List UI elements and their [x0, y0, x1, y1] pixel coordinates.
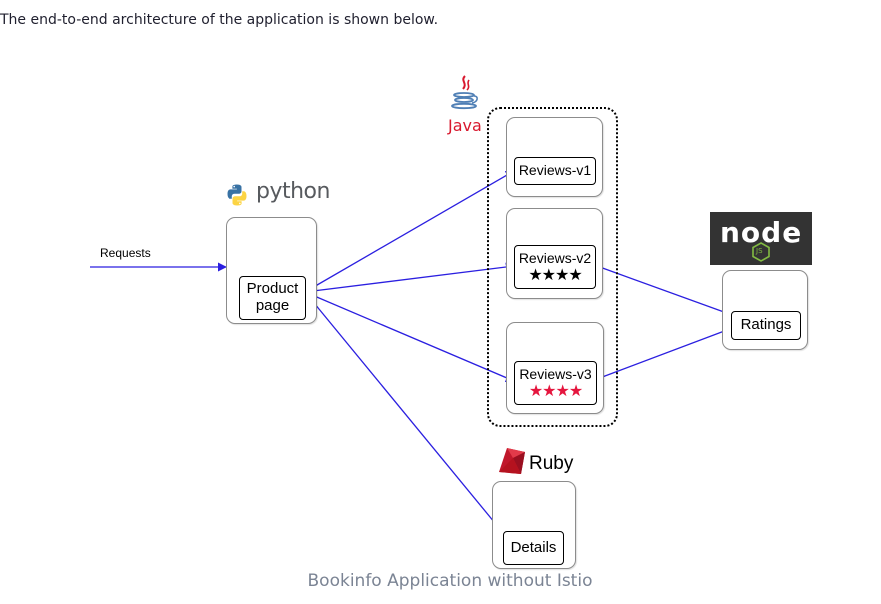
- details-label: Details: [510, 538, 557, 556]
- reviews-v3-label: Reviews-v3: [519, 366, 592, 383]
- java-cup-icon: [451, 75, 478, 110]
- java-logo-text: Java: [448, 116, 482, 135]
- arrow-productpage-to-reviews-v3: [304, 291, 515, 382]
- reviews-v2-label: Reviews-v2: [518, 250, 592, 267]
- arrow-productpage-to-reviews-v2: [304, 262, 515, 293]
- node-logo: node JS: [710, 212, 812, 265]
- arrow-reviews-v2-to-ratings: [596, 265, 736, 318]
- python-logo: python: [224, 179, 344, 210]
- reviews-v1-box: Reviews-v1: [514, 157, 596, 185]
- intro-text: The end-to-end architecture of the appli…: [0, 12, 439, 28]
- ratings-box: Ratings: [731, 311, 801, 340]
- reviews-v3-stars: ★★★★: [528, 380, 583, 400]
- requests-label: Requests: [100, 246, 151, 260]
- java-logo: Java: [444, 74, 484, 138]
- ratings-label: Ratings: [740, 316, 792, 334]
- productpage-label-line2: page: [255, 297, 290, 314]
- ruby-logo: Ruby: [495, 444, 585, 480]
- arrow-productpage-to-details: [304, 291, 505, 535]
- arrow-productpage-to-reviews-v1: [304, 170, 515, 293]
- figure-caption: Bookinfo Application without Istio: [307, 571, 593, 591]
- python-logo-text: python: [256, 179, 330, 204]
- productpage-label-line1: Product: [246, 280, 299, 298]
- arrow-reviews-v3-to-ratings: [596, 325, 736, 380]
- ruby-logo-text: Ruby: [529, 453, 574, 474]
- reviews-v2-stars: ★★★★: [528, 264, 582, 284]
- details-box: Details: [503, 531, 564, 565]
- reviews-v3-box: Reviews-v3 ★★★★: [514, 361, 597, 405]
- productpage-box: Product page: [239, 276, 306, 320]
- reviews-v2-box: Reviews-v2 ★★★★: [514, 245, 596, 289]
- node-hexagon-icon: [752, 242, 770, 262]
- python-icon: [227, 184, 247, 206]
- reviews-v1-label: Reviews-v1: [518, 162, 592, 179]
- ruby-gem-icon: [499, 448, 525, 474]
- node-js-badge: JS: [756, 247, 763, 255]
- java-reviews-group: [487, 107, 618, 427]
